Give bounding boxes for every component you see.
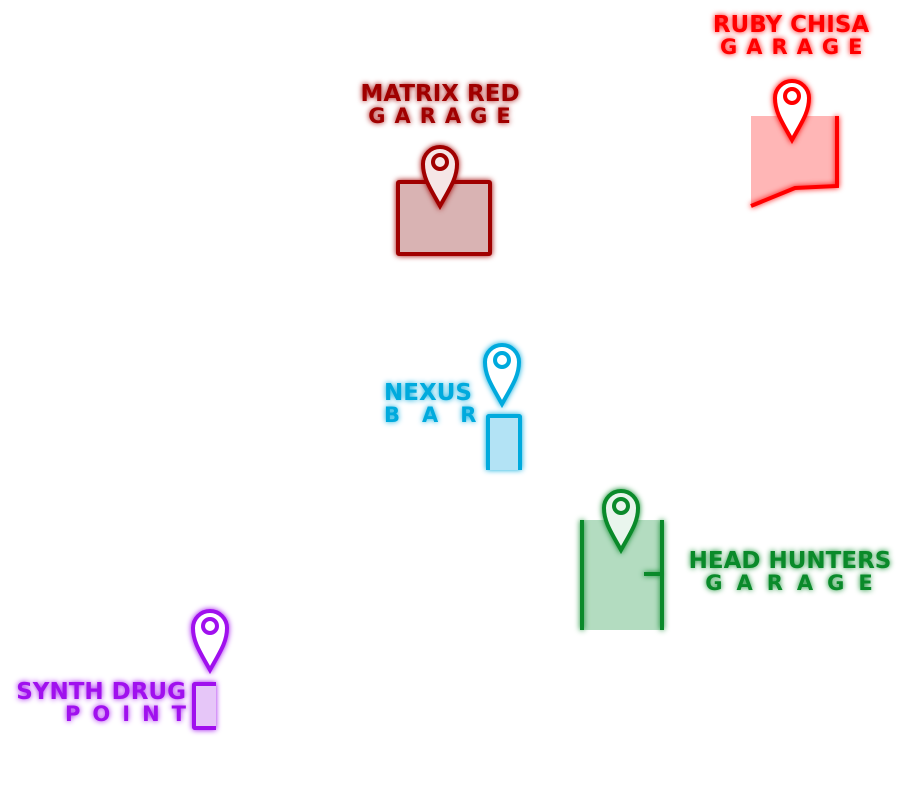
location-name: MATRIX RED — [360, 81, 520, 107]
location-type: GARAGE — [720, 35, 872, 59]
location-type: BAR — [384, 403, 499, 427]
synth-drug-point-pin-icon[interactable] — [190, 606, 230, 675]
label-head-hunters-garage: HEAD HUNTERS GARAGE — [688, 550, 892, 594]
location-name: NEXUS — [384, 380, 472, 406]
ruby-chisa-garage-pin-icon[interactable] — [772, 76, 812, 145]
nexus-bar-pin-icon[interactable] — [482, 340, 522, 409]
matrix-red-garage-pin-icon[interactable] — [420, 142, 460, 211]
location-name: HEAD HUNTERS — [688, 548, 892, 574]
label-synth-drug-point: SYNTH DRUG POINT — [14, 681, 186, 725]
location-name: RUBY CHISA — [712, 12, 870, 38]
head-hunters-garage-pin-icon[interactable] — [601, 486, 641, 555]
location-type: POINT — [65, 702, 198, 726]
location-name: SYNTH DRUG — [16, 679, 186, 705]
ruby-chisa-garage-zone[interactable] — [745, 110, 845, 220]
label-nexus-bar: NEXUS BAR — [384, 382, 484, 426]
nexus-bar-zone[interactable] — [486, 414, 522, 470]
label-matrix-red-garage: MATRIX RED GARAGE — [360, 83, 520, 127]
location-type: GARAGE — [705, 571, 887, 595]
location-type: GARAGE — [368, 104, 520, 128]
label-ruby-chisa-garage: RUBY CHISA GARAGE — [712, 14, 870, 58]
synth-drug-point-zone[interactable] — [192, 682, 216, 730]
